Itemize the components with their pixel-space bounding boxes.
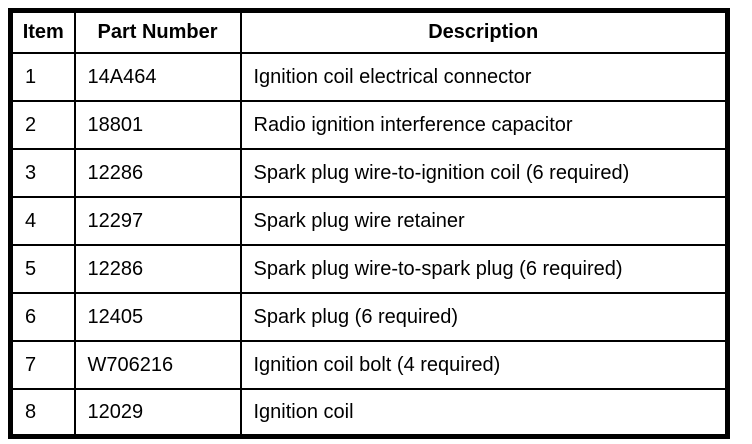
table-row: 4 12297 Spark plug wire retainer	[9, 195, 729, 246]
item-cell: 4	[9, 195, 76, 246]
part-number-cell: 12405	[73, 291, 242, 342]
item-cell: 2	[9, 99, 76, 150]
description-cell: Ignition coil bolt (4 required)	[239, 339, 729, 390]
item-cell: 5	[9, 243, 76, 294]
part-number-cell: 18801	[73, 99, 242, 150]
description-cell: Spark plug wire-to-ignition coil (6 requ…	[239, 147, 729, 198]
header-row: Item Part Number Description	[9, 9, 729, 54]
item-cell: 3	[9, 147, 76, 198]
part-number-cell: 12286	[73, 243, 242, 294]
part-number-cell: 12286	[73, 147, 242, 198]
description-cell: Spark plug (6 required)	[239, 291, 729, 342]
table-row: 5 12286 Spark plug wire-to-spark plug (6…	[9, 243, 729, 294]
part-number-cell: 14A464	[73, 51, 242, 102]
parts-table-body: 1 14A464 Ignition coil electrical connec…	[9, 51, 729, 438]
col-header-description: Description	[239, 9, 729, 54]
parts-table-header: Item Part Number Description	[9, 9, 729, 54]
description-cell: Ignition coil electrical connector	[239, 51, 729, 102]
table-row: 6 12405 Spark plug (6 required)	[9, 291, 729, 342]
item-cell: 8	[9, 387, 76, 438]
part-number-cell: 12029	[73, 387, 242, 438]
table-row: 1 14A464 Ignition coil electrical connec…	[9, 51, 729, 102]
item-cell: 7	[9, 339, 76, 390]
table-row: 8 12029 Ignition coil	[9, 387, 729, 438]
col-header-item: Item	[9, 9, 76, 54]
description-cell: Spark plug wire-to-spark plug (6 require…	[239, 243, 729, 294]
table-row: 2 18801 Radio ignition interference capa…	[9, 99, 729, 150]
item-cell: 1	[9, 51, 76, 102]
table-row: 3 12286 Spark plug wire-to-ignition coil…	[9, 147, 729, 198]
part-number-cell: W706216	[73, 339, 242, 390]
table-row: 7 W706216 Ignition coil bolt (4 required…	[9, 339, 729, 390]
col-header-part-number: Part Number	[73, 9, 242, 54]
description-cell: Spark plug wire retainer	[239, 195, 729, 246]
part-number-cell: 12297	[73, 195, 242, 246]
description-cell: Radio ignition interference capacitor	[239, 99, 729, 150]
item-cell: 6	[9, 291, 76, 342]
parts-table: Item Part Number Description 1 14A464 Ig…	[8, 8, 730, 439]
description-cell: Ignition coil	[239, 387, 729, 438]
